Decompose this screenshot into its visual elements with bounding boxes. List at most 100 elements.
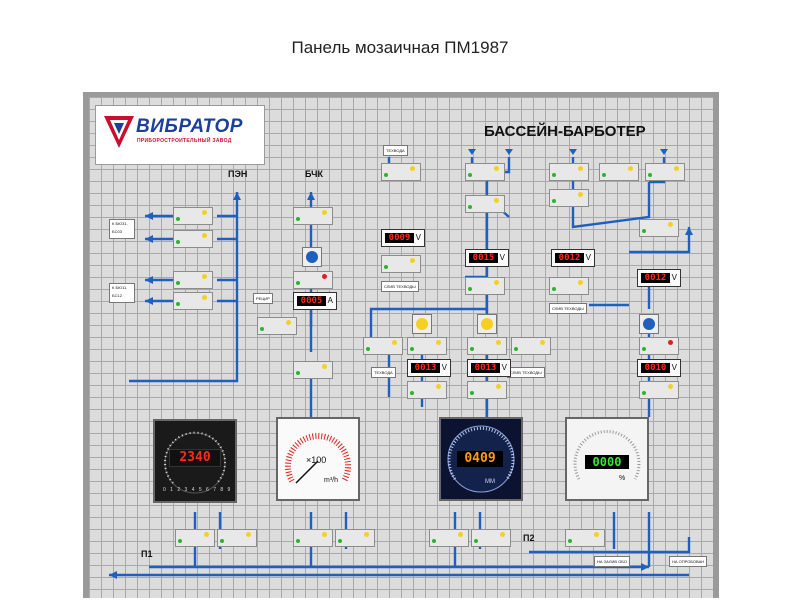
percent-gauge: 0000 %: [565, 417, 649, 501]
status-led-icon: [468, 173, 472, 177]
meter-reading: 0015: [469, 253, 498, 263]
flow-gauge: ×100 m³/h: [276, 417, 360, 501]
control-tile[interactable]: [363, 337, 403, 355]
control-tile[interactable]: [173, 230, 213, 248]
control-tile[interactable]: [549, 163, 589, 181]
control-tile[interactable]: [173, 292, 213, 310]
indicator-lamp-icon: [496, 384, 501, 389]
meter-unit: V: [499, 253, 505, 262]
control-tile[interactable]: [173, 271, 213, 289]
indicator-lamp-icon: [436, 340, 441, 345]
indicator-lamp-icon: [410, 166, 415, 171]
status-led-icon: [220, 539, 224, 543]
status-led-icon: [384, 265, 388, 269]
status-led-icon: [552, 173, 556, 177]
control-tile[interactable]: [549, 277, 589, 295]
indicator-lamp-icon: [204, 532, 209, 537]
control-tile[interactable]: [217, 529, 257, 547]
indicator-lamp-icon: [494, 280, 499, 285]
meter-unit: A: [327, 296, 333, 305]
status-led-icon: [470, 347, 474, 351]
control-tile[interactable]: [293, 361, 333, 379]
control-tile[interactable]: [335, 529, 375, 547]
control-tile[interactable]: [293, 207, 333, 225]
control-tile[interactable]: [257, 317, 297, 335]
control-tile[interactable]: [549, 189, 589, 207]
control-tile[interactable]: [465, 163, 505, 181]
percent-dial: [573, 430, 641, 480]
control-tile[interactable]: [465, 277, 505, 295]
meter-reading: 0012: [641, 273, 670, 283]
control-tile[interactable]: [639, 381, 679, 399]
status-led-icon: [296, 217, 300, 221]
control-tile[interactable]: [407, 381, 447, 399]
status-led-icon: [384, 173, 388, 177]
meter-reading: 0013: [411, 363, 440, 373]
logo-subtitle: ПРИБОРОСТРОИТЕЛЬНЫЙ ЗАВОД: [137, 138, 232, 144]
meter-unit: V: [441, 363, 447, 372]
indicator-lamp-icon: [674, 166, 679, 171]
control-tile[interactable]: [465, 195, 505, 213]
control-tile[interactable]: [599, 163, 639, 181]
indicator-lamp-icon: [496, 340, 501, 345]
control-tile[interactable]: [511, 337, 551, 355]
indicator-lamp-icon: [540, 340, 545, 345]
control-tile[interactable]: [467, 381, 507, 399]
control-tile[interactable]: [645, 163, 685, 181]
logo-brand: ВИБРАТОР: [136, 116, 243, 137]
control-tile[interactable]: [173, 207, 213, 225]
indicator-lamp-icon: [202, 295, 207, 300]
flow-direction-button[interactable]: [639, 314, 659, 334]
indicator-lamp-icon: [322, 364, 327, 369]
status-led-icon: [470, 391, 474, 395]
vibrator-logo: ВИБРАТОР ПРИБОРОСТРОИТЕЛЬНЫЙ ЗАВОД: [95, 105, 265, 165]
status-led-icon: [296, 371, 300, 375]
indicator-lamp-icon: [202, 233, 207, 238]
control-tile[interactable]: [639, 337, 679, 355]
status-led-icon: [176, 302, 180, 306]
indicator-lamp-icon: [410, 258, 415, 263]
status-led-icon: [338, 539, 342, 543]
status-led-icon: [568, 539, 572, 543]
status-led-icon: [296, 281, 300, 285]
flow-direction-button[interactable]: [302, 247, 322, 267]
control-tile[interactable]: [565, 529, 605, 547]
tachometer-gauge: 2340 0 1 2 3 4 5 6 7 8 9 10: [153, 419, 237, 503]
control-tile[interactable]: [293, 271, 333, 289]
control-tile[interactable]: [293, 529, 333, 547]
control-tile[interactable]: [429, 529, 469, 547]
page-title: Панель мозаичная ПМ1987: [291, 38, 509, 57]
meter-reading: 0005: [297, 296, 326, 306]
control-tile[interactable]: [471, 529, 511, 547]
level-unit: MM: [485, 479, 495, 485]
control-tile[interactable]: [407, 337, 447, 355]
status-led-icon: [474, 539, 478, 543]
control-tile[interactable]: [381, 163, 421, 181]
small-tag: НА ЗАЛИВ ОБО: [594, 556, 630, 567]
indicator-lamp-icon: [668, 384, 673, 389]
level-gauge: 0409 MM: [439, 417, 523, 501]
label-p1: П1: [141, 549, 153, 559]
arrow-down-icon: [416, 318, 428, 330]
status-led-icon: [260, 327, 264, 331]
status-led-icon: [432, 539, 436, 543]
control-tile[interactable]: [381, 255, 421, 273]
flow-direction-button[interactable]: [412, 314, 432, 334]
meter-unit: V: [585, 253, 591, 262]
indicator-lamp-icon: [494, 166, 499, 171]
flow-unit: m³/h: [324, 477, 338, 484]
control-tile[interactable]: [175, 529, 215, 547]
control-tile[interactable]: [467, 337, 507, 355]
mimic-panel: ВИБРАТОР ПРИБОРОСТРОИТЕЛЬНЫЙ ЗАВОД БАССЕ…: [89, 97, 713, 598]
small-tag: СЛИВ ТЕХВОДЫ: [549, 303, 587, 314]
indicator-lamp-icon: [494, 198, 499, 203]
control-tile[interactable]: [639, 219, 679, 237]
flow-direction-button[interactable]: [477, 314, 497, 334]
